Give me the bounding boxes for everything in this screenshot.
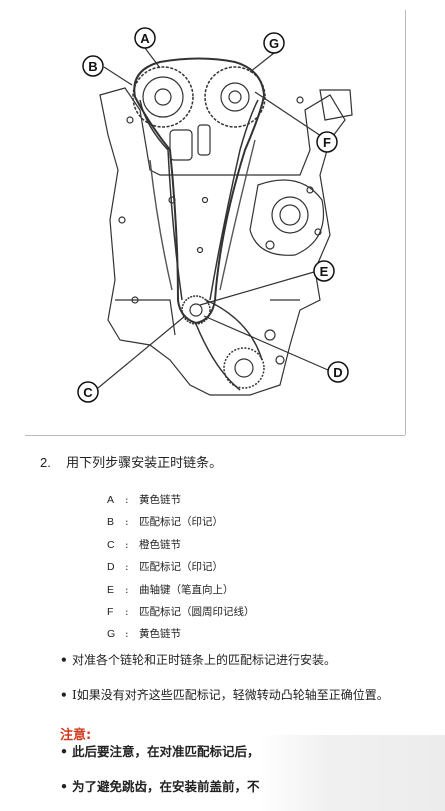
section-divider bbox=[25, 435, 405, 436]
callout-c: C bbox=[77, 381, 99, 403]
legend-item: C:橙色链节 bbox=[107, 538, 181, 551]
legend-list: A:黄色链节 B:匹配标记（印记） C:橙色链节 D:匹配标记（印记） E:曲轴… bbox=[107, 489, 255, 646]
watermark-fade-overlay bbox=[260, 735, 445, 811]
legend-item: F:匹配标记（圆周印记线） bbox=[107, 605, 255, 618]
timing-chain-diagram: A B G F E C D bbox=[77, 27, 353, 403]
step-heading: 2. 用下列步骤安装正时链条。 bbox=[40, 452, 222, 471]
crank-sprocket bbox=[181, 295, 211, 325]
legend-item: E:曲轴键（笔直向上） bbox=[107, 583, 234, 596]
cam-sprocket-left bbox=[132, 66, 194, 128]
caution-title: 注意: bbox=[60, 728, 92, 743]
margin-rule bbox=[405, 10, 406, 435]
callout-e: E bbox=[313, 260, 335, 282]
svg-text:B: B bbox=[88, 59, 97, 74]
instruction-bullet: •对准各个链轮和正时链条上的匹配标记进行安装。 bbox=[60, 653, 337, 667]
step-number: 2. bbox=[40, 455, 51, 470]
callout-a: A bbox=[134, 27, 156, 49]
legend-item: A:黄色链节 bbox=[107, 494, 181, 506]
water-pump-housing bbox=[249, 179, 325, 256]
bullet-icon: • bbox=[60, 779, 68, 794]
caution-item: •为了避免跳齿，在安装前盖前，不 bbox=[60, 779, 260, 794]
callout-f: F bbox=[316, 131, 338, 153]
cam-sprocket-right bbox=[204, 66, 266, 128]
oil-pump-sprocket bbox=[223, 347, 265, 389]
callout-d: D bbox=[327, 361, 349, 383]
callout-g: G bbox=[263, 32, 285, 54]
svg-text:D: D bbox=[333, 365, 342, 380]
bullet-icon: • bbox=[60, 653, 68, 667]
legend-item: G:黄色链节 bbox=[107, 628, 181, 641]
legend-item: D:匹配标记（印记） bbox=[107, 561, 223, 574]
bullet-icon: • bbox=[60, 688, 68, 702]
timing-chain bbox=[133, 57, 266, 325]
step-text: 用下列步骤安装正时链条。 bbox=[66, 456, 223, 471]
svg-text:G: G bbox=[269, 36, 279, 51]
svg-text:C: C bbox=[83, 385, 93, 400]
svg-text:A: A bbox=[140, 31, 150, 46]
engine-block-outline bbox=[99, 87, 346, 396]
svg-text:F: F bbox=[323, 135, 331, 150]
legend-item: B:匹配标记（印记） bbox=[107, 516, 223, 529]
svg-text:E: E bbox=[320, 264, 329, 279]
callout-b: B bbox=[82, 55, 104, 77]
bullet-icon: • bbox=[60, 744, 68, 759]
caution-item: •此后要注意，在对准匹配标记后， bbox=[60, 744, 260, 759]
instruction-bullet: •I如果没有对齐这些匹配标记，轻微转动凸轮轴至正确位置。 bbox=[60, 688, 389, 702]
